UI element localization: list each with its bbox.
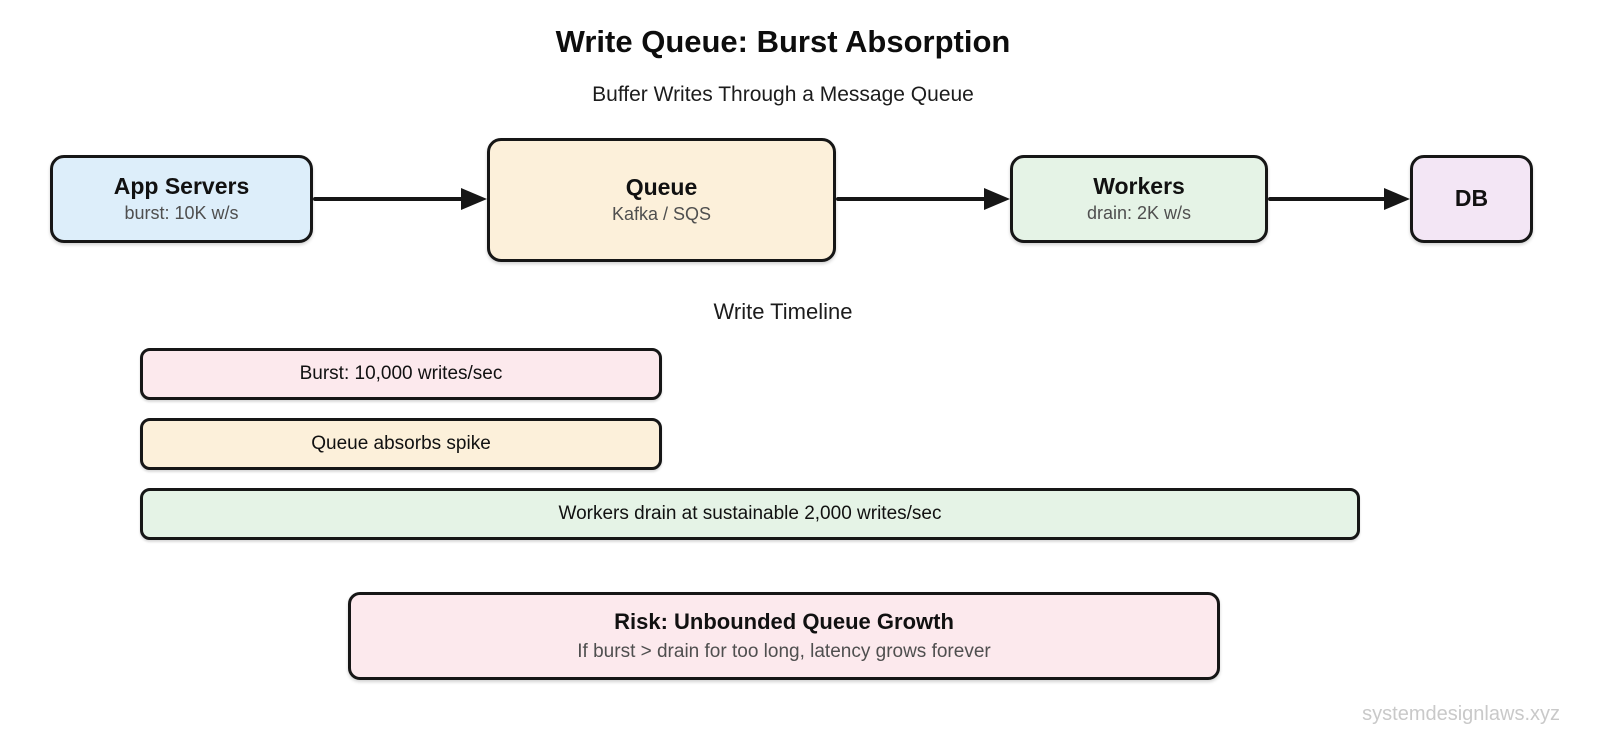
arrow-workers-to-db [1268, 188, 1410, 210]
node-db: DB [1410, 155, 1533, 243]
timeline-bar-queue-absorbs: Queue absorbs spike [140, 418, 662, 470]
node-queue: Queue Kafka / SQS [487, 138, 836, 262]
node-workers-title: Workers [1093, 172, 1185, 199]
arrow-head-icon [984, 188, 1010, 210]
timeline-bar-workers-drain-label: Workers drain at sustainable 2,000 write… [558, 503, 942, 524]
timeline-bar-burst-label: Burst: 10,000 writes/sec [299, 363, 503, 384]
arrow-head-icon [461, 188, 487, 210]
node-db-title: DB [1454, 185, 1489, 212]
timeline-bar-workers-drain: Workers drain at sustainable 2,000 write… [140, 488, 1360, 540]
node-queue-title: Queue [625, 173, 698, 200]
risk-subtitle: If burst > drain for too long, latency g… [577, 641, 991, 662]
page-subtitle: Buffer Writes Through a Message Queue [592, 83, 974, 106]
node-queue-subtitle: Kafka / SQS [611, 204, 712, 225]
page-title: Write Queue: Burst Absorption [555, 24, 1011, 59]
watermark: systemdesignlaws.xyz [1362, 703, 1560, 725]
node-workers: Workers drain: 2K w/s [1010, 155, 1268, 243]
node-workers-subtitle: drain: 2K w/s [1086, 203, 1192, 224]
risk-title: Risk: Unbounded Queue Growth [614, 609, 954, 634]
timeline-heading: Write Timeline [713, 299, 853, 324]
timeline-bar-burst: Burst: 10,000 writes/sec [140, 348, 662, 400]
timeline-bar-queue-absorbs-label: Queue absorbs spike [311, 433, 491, 454]
arrow-line [836, 197, 990, 201]
node-app-servers-subtitle: burst: 10K w/s [124, 203, 239, 224]
risk-callout: Risk: Unbounded Queue Growth If burst > … [348, 592, 1220, 680]
arrow-queue-to-workers [836, 188, 1010, 210]
arrow-line [313, 197, 467, 201]
arrow-line [1268, 197, 1390, 201]
arrow-head-icon [1384, 188, 1410, 210]
node-app-servers: App Servers burst: 10K w/s [50, 155, 313, 243]
node-app-servers-title: App Servers [113, 172, 250, 199]
arrow-app-to-queue [313, 188, 487, 210]
